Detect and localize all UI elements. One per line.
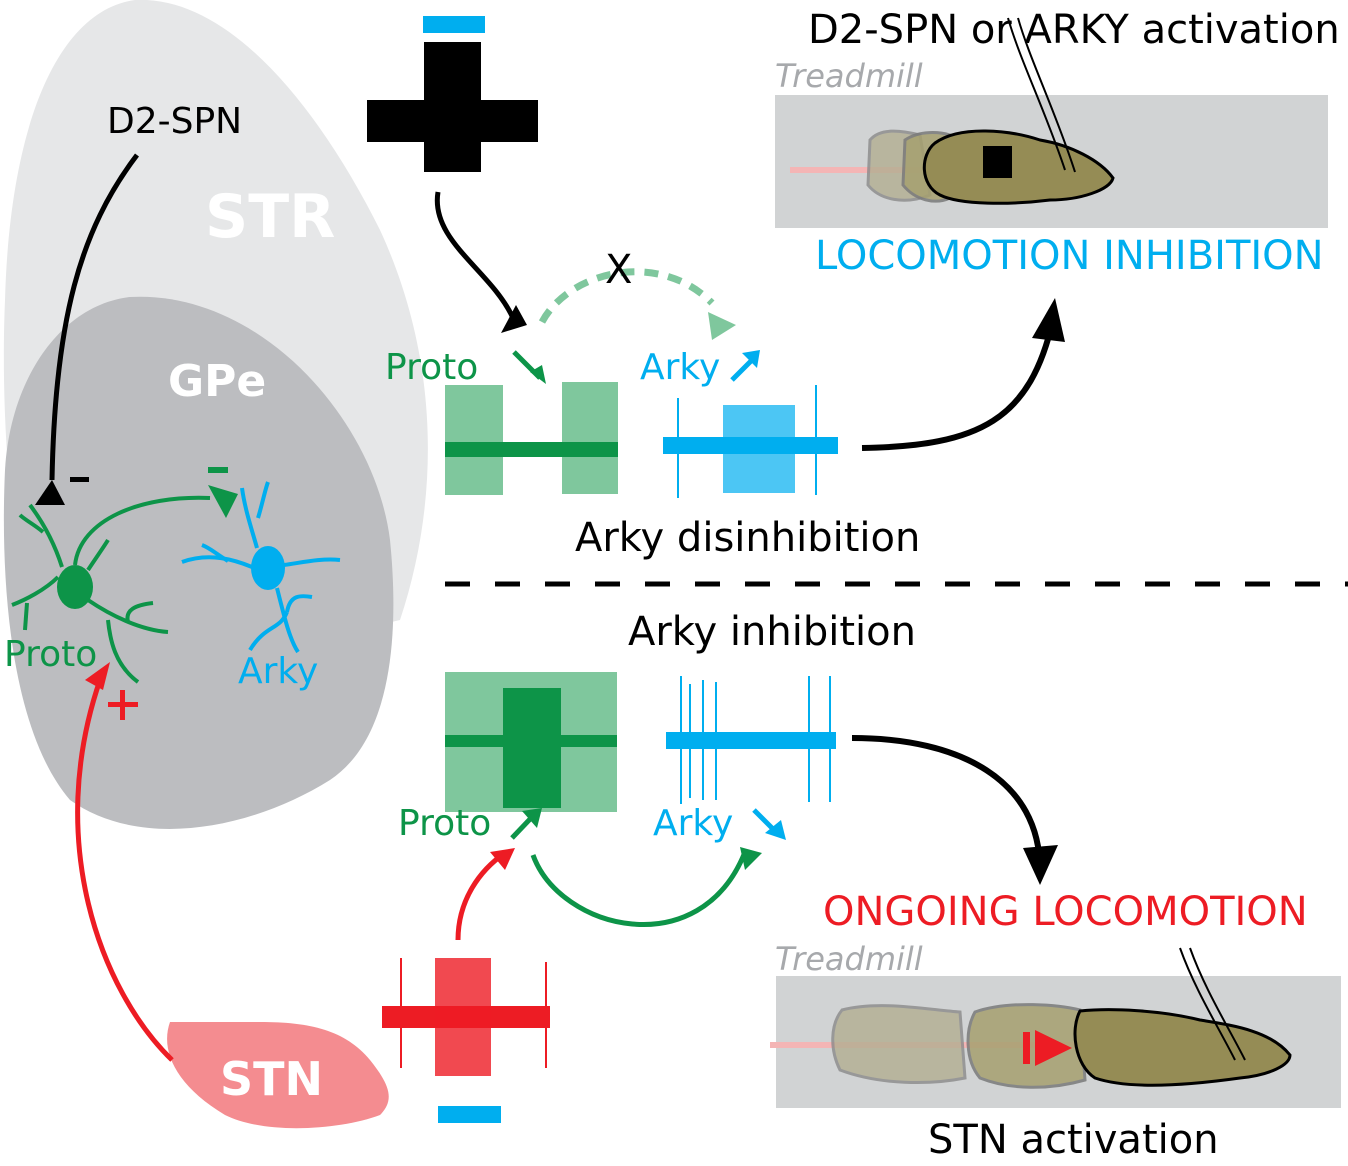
bottom-light-stim-bar: [438, 1106, 501, 1123]
stn-trace: [382, 958, 550, 1076]
stn-label: STN: [220, 1052, 324, 1106]
d2-to-proto-arrow: [434, 191, 515, 318]
proto-decrease-arrowhead: [530, 365, 546, 384]
bottom-mouse-icon: [770, 947, 1292, 1089]
d2-spn-trace: [367, 42, 538, 172]
blocked-marker-icon: X: [605, 247, 633, 293]
proto-to-arky-arc-bottom: [530, 851, 748, 927]
arrowhead-up-icon: [1032, 298, 1065, 342]
top-mouse-icon: [790, 17, 1115, 205]
gpe-label: GPe: [168, 356, 267, 407]
stn-region: [167, 1022, 389, 1129]
locomotion-inhibition-label: LOCOMOTION INHIBITION: [815, 233, 1324, 279]
d2-spn-terminal-icon: [35, 480, 65, 505]
arrowhead-down-icon: [1023, 845, 1058, 885]
stn-arrowhead-icon: [85, 662, 110, 690]
d2-to-proto-terminal-icon: [501, 305, 527, 333]
arky-increase-arrow-icon: [730, 358, 754, 382]
stn-to-proto-arrow-bottom: [455, 850, 507, 941]
d2-spn-axon: [49, 153, 139, 481]
arky-trace-top: [663, 385, 838, 498]
top-title: D2-SPN or ARKY activation: [808, 7, 1340, 53]
stn-to-proto-arrow: [75, 679, 174, 1062]
arky-to-ongoing-locomotion-arrow: [851, 735, 1043, 871]
proto-trace-top: [445, 382, 618, 495]
arky-increase-arrowhead: [742, 350, 760, 368]
proto-label-bottom: Proto: [398, 803, 492, 844]
gpe-region: [3, 296, 394, 829]
arky-label-top: Arky: [640, 347, 721, 388]
proto-to-arky-terminal-icon: [208, 485, 238, 518]
stn-activation-title: STN activation: [928, 1117, 1219, 1163]
top-treadmill-label: Treadmill: [775, 57, 923, 95]
top-light-stim-bar: [423, 16, 485, 33]
proto-increase-arrowhead: [522, 808, 542, 828]
d2-spn-label: D2-SPN: [107, 101, 243, 142]
arky-disinhibition-caption: Arky disinhibition: [575, 515, 921, 561]
arky-inhibition-caption: Arky inhibition: [628, 609, 916, 655]
proto-inhibit-sign-icon: [208, 467, 228, 473]
arky-decrease-arrow-icon: [752, 808, 776, 832]
arky-trace-bottom: [666, 676, 836, 804]
proto-label-top: Proto: [385, 347, 479, 388]
proto-to-arky-terminal-bottom-icon: [740, 847, 762, 870]
arky-neuron-icon: [181, 481, 341, 654]
blocked-arrowhead-icon: [708, 312, 736, 340]
bottom-treadmill-label: Treadmill: [775, 940, 923, 978]
stn-excite-sign-icon: [108, 690, 138, 720]
stn-arrowhead-bottom-icon: [490, 848, 515, 870]
d2-inhibit-sign-icon: [70, 477, 89, 482]
arky-decrease-arrowhead: [765, 820, 786, 840]
arky-to-locomotion-inhibition-arrow: [861, 319, 1056, 451]
proto-trace-bottom: [445, 672, 617, 812]
arky-label-left: Arky: [238, 651, 319, 692]
str-label: STR: [205, 182, 336, 252]
proto-label-left: Proto: [4, 634, 98, 675]
arky-label-bottom: Arky: [653, 803, 734, 844]
ongoing-locomotion-label: ONGOING LOCOMOTION: [823, 889, 1308, 935]
blocked-proto-arky-connection: [538, 268, 715, 324]
proto-increase-arrow-icon: [510, 815, 534, 840]
proto-neuron-icon: [11, 495, 211, 684]
